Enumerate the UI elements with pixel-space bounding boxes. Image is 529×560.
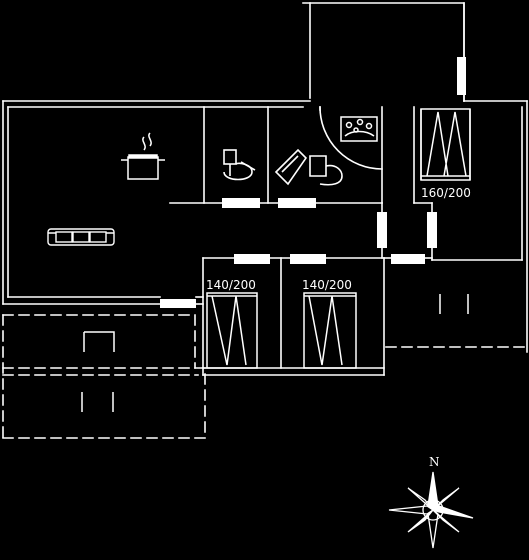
bed-icon (420, 108, 471, 181)
bed-label-160: 160/200 (421, 186, 471, 200)
cooking-pot-icon (121, 132, 165, 180)
terraces (2, 314, 528, 441)
compass-rose-icon (388, 471, 474, 549)
bathtub-icon (340, 116, 378, 142)
bed-icon (303, 292, 357, 369)
shower-icon (274, 148, 343, 186)
windows (160, 57, 466, 308)
bed-icon (206, 292, 258, 369)
exterior-walls (2, 2, 528, 376)
outdoor-table (81, 294, 469, 412)
bed-label-140-right: 140/200 (302, 278, 352, 292)
toilet-icon (223, 149, 256, 181)
interior-walls (169, 106, 433, 369)
bed-label-140-left: 140/200 (206, 278, 256, 292)
sofa-icon (47, 228, 115, 246)
door-swing (319, 106, 383, 170)
compass-north-label: N (429, 455, 440, 469)
